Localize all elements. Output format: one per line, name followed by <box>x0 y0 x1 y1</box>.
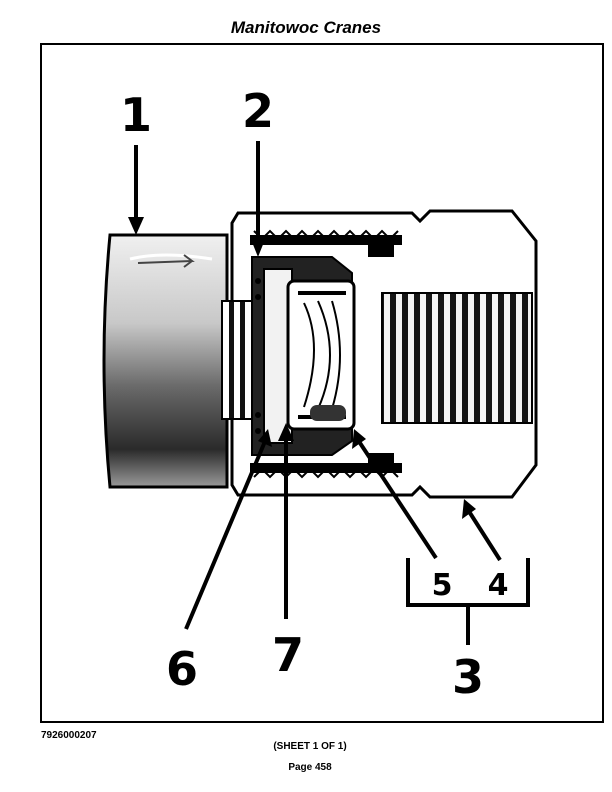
leader-lines <box>128 141 530 645</box>
page-number: Page 458 <box>288 762 332 773</box>
sheet-indicator: (SHEET 1 OF 1) <box>273 741 347 752</box>
page-header: Manitowoc Cranes <box>230 18 382 37</box>
figure-frame: 1 2 3 4 5 6 7 <box>40 43 604 723</box>
callout-7: 7 <box>272 628 304 682</box>
callout-2: 2 <box>242 84 274 138</box>
callout-5: 5 <box>432 568 453 603</box>
ferrule-assembly <box>251 256 356 456</box>
callout-1: 1 <box>120 88 152 142</box>
tube-sleeve <box>102 233 229 489</box>
callout-6: 6 <box>166 642 198 696</box>
figure-number: 7926000207 <box>41 730 97 741</box>
callout-4: 4 <box>488 568 509 603</box>
fitting-diagram: 1 2 3 4 5 6 7 <box>102 84 538 704</box>
callout-3: 3 <box>452 650 484 704</box>
